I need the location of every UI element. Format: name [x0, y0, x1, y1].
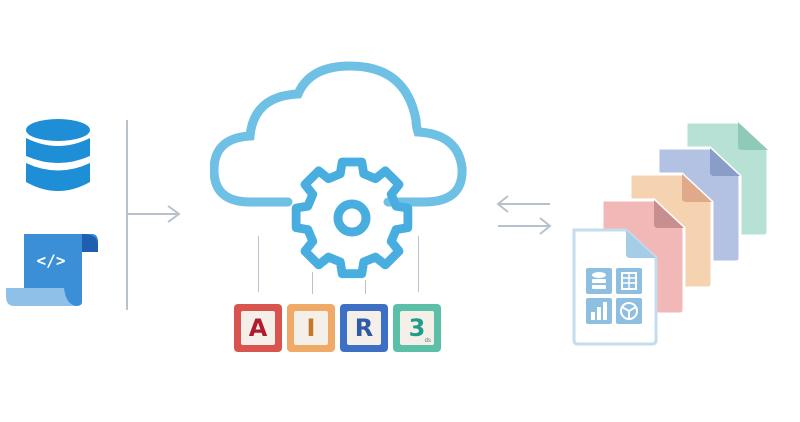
- app-tile-3ds: 3 ds: [393, 304, 441, 352]
- connector-line: [128, 213, 178, 215]
- document-icon-front: [572, 228, 658, 346]
- code-scroll-icon: </>: [6, 234, 98, 306]
- arrow-right-icon: [167, 205, 181, 223]
- connector-line: [126, 120, 128, 310]
- gear-icon: [291, 157, 413, 279]
- bidirectional-arrows-icon: [496, 195, 552, 235]
- app-tile-i: I: [287, 304, 335, 352]
- connector-line: [258, 236, 259, 292]
- app-letter: R: [354, 314, 374, 342]
- app-tile-r: R: [340, 304, 388, 352]
- database-icon: [26, 119, 90, 191]
- app-tile-a: A: [234, 304, 282, 352]
- cloud-gear-icon: [210, 61, 467, 279]
- connector-line: [365, 280, 366, 294]
- connector-line: [312, 272, 313, 294]
- document-stack: [572, 120, 770, 346]
- app-letter: A: [248, 314, 268, 342]
- app-letter: 3: [408, 314, 426, 342]
- svg-text:</>: </>: [37, 251, 66, 270]
- app-letter: I: [306, 314, 316, 342]
- connector-line: [418, 236, 419, 292]
- app-sub-label: ds: [424, 338, 431, 344]
